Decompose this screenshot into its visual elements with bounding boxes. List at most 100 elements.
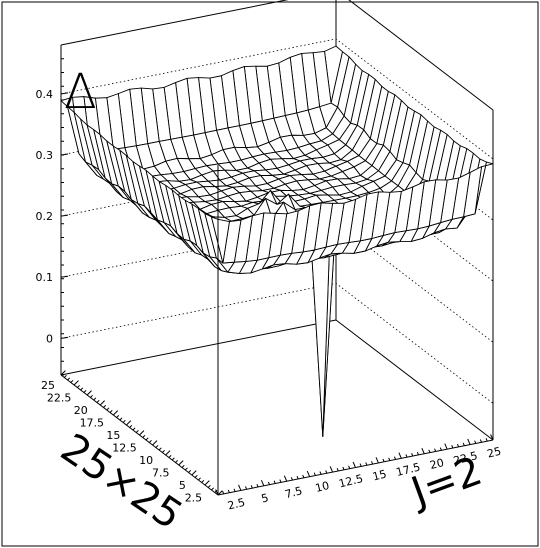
back-bottom-right: [335, 319, 494, 441]
z-gridline-4: [60, 38, 494, 160]
x-tick-label: 5: [179, 479, 186, 492]
z-tick-label: 0: [46, 332, 53, 345]
x-minor-tick: [96, 399, 100, 403]
z-tick-label: 0.1: [36, 271, 54, 284]
y-minor-tick: [222, 490, 225, 495]
x-minor-tick: [122, 419, 126, 423]
x-tick-label: 7.5: [152, 467, 170, 480]
y-minor-tick: [456, 443, 460, 448]
x-minor-tick: [73, 380, 79, 386]
y-tick-label: 12.5: [337, 472, 364, 491]
x-minor-tick: [60, 370, 66, 376]
y-minor-tick: [215, 489, 219, 496]
x-minor-tick: [145, 437, 149, 441]
x-minor-tick: [83, 389, 87, 393]
y-axis-label: J=2: [403, 448, 488, 516]
y-minor-tick: [405, 454, 408, 458]
x-minor-tick: [77, 384, 80, 388]
x-minor-tick: [142, 434, 146, 438]
y-minor-tick: [462, 442, 465, 446]
y-minor-tick: [398, 452, 402, 459]
y-minor-tick: [306, 470, 311, 477]
x-tick-label: 10: [139, 454, 153, 467]
x-tick-label: 22.5: [47, 392, 72, 405]
y-minor-tick: [382, 458, 385, 462]
z-tick: [60, 92, 69, 95]
x-minor-tick: [201, 479, 205, 483]
axis-ticks: 00.10.20.30.42.557.51012.51517.52022.525…: [36, 58, 503, 513]
x-minor-tick: [181, 464, 185, 468]
x-minor-tick: [171, 457, 175, 461]
x-minor-tick: [217, 490, 223, 496]
y-tick-label: 20: [428, 456, 445, 472]
x-minor-tick: [90, 394, 93, 398]
x-minor-tick: [148, 439, 152, 443]
y-minor-tick: [467, 438, 471, 445]
y-minor-tick: [319, 471, 322, 475]
x-minor-tick: [155, 444, 159, 448]
surface-mesh: [60, 45, 494, 437]
y-minor-tick: [260, 480, 265, 487]
z-axis-symbol: Δ: [64, 64, 97, 120]
z-tick-label: 0.2: [36, 210, 54, 223]
y-minor-tick: [279, 479, 282, 483]
y-tick-label: 15: [371, 468, 388, 484]
y-tick-label: 5: [260, 491, 270, 505]
x-minor-tick: [207, 484, 211, 488]
x-minor-tick: [162, 449, 165, 453]
x-minor-tick: [188, 469, 192, 473]
x-minor-tick: [194, 474, 198, 478]
x-tick-label: 15: [106, 429, 120, 442]
y-minor-tick: [352, 461, 356, 468]
x-minor-tick: [152, 440, 158, 446]
x-minor-tick: [63, 374, 67, 378]
x-minor-tick: [119, 417, 123, 421]
y-tick-label: 7.5: [284, 484, 304, 501]
y-minor-tick: [313, 472, 316, 476]
z-tick: [60, 214, 69, 217]
y-minor-tick: [421, 447, 425, 454]
x-minor-tick: [80, 387, 84, 391]
x-minor-tick: [198, 477, 201, 481]
x-minor-tick: [211, 487, 215, 491]
x-minor-tick: [112, 410, 119, 416]
x-minor-tick: [135, 429, 139, 433]
y-tick-label: 17.5: [395, 461, 422, 480]
y-minor-tick: [388, 457, 391, 461]
y-minor-tick: [302, 474, 305, 479]
y-minor-tick: [329, 466, 334, 473]
y-tick-label: 2.5: [226, 496, 246, 513]
x-minor-tick: [129, 424, 133, 428]
x-tick-label: 25: [41, 379, 55, 392]
y-minor-tick: [375, 457, 379, 464]
x-minor-tick: [184, 467, 188, 471]
y-minor-tick: [359, 463, 362, 467]
y-minor-tick: [233, 488, 236, 492]
z-tick-label: 0.3: [36, 149, 54, 162]
x-minor-tick: [175, 459, 179, 463]
x-minor-tick: [126, 420, 132, 426]
y-tick-label: 10: [314, 479, 331, 495]
y-minor-tick: [283, 475, 288, 482]
y-minor-tick: [393, 456, 397, 460]
y-minor-tick: [267, 481, 271, 485]
back-top-left: [60, 0, 289, 46]
y-minor-tick: [411, 453, 414, 457]
x-minor-tick: [178, 460, 184, 466]
y-minor-tick: [336, 467, 339, 472]
x-minor-tick: [116, 414, 120, 418]
y-minor-tick: [273, 480, 276, 484]
y-minor-tick: [428, 449, 431, 453]
y-tick-label: 22.5: [452, 449, 479, 468]
y-minor-tick: [490, 434, 494, 441]
x-tick-label: 2.5: [185, 492, 203, 505]
x-minor-tick: [158, 447, 162, 451]
y-minor-tick: [371, 461, 374, 465]
z-tick-label: 0.4: [36, 88, 54, 101]
y-minor-tick: [434, 448, 437, 452]
back-bottom-left: [60, 319, 337, 376]
x-tick-label: 17.5: [80, 417, 105, 430]
y-minor-tick: [227, 489, 230, 493]
